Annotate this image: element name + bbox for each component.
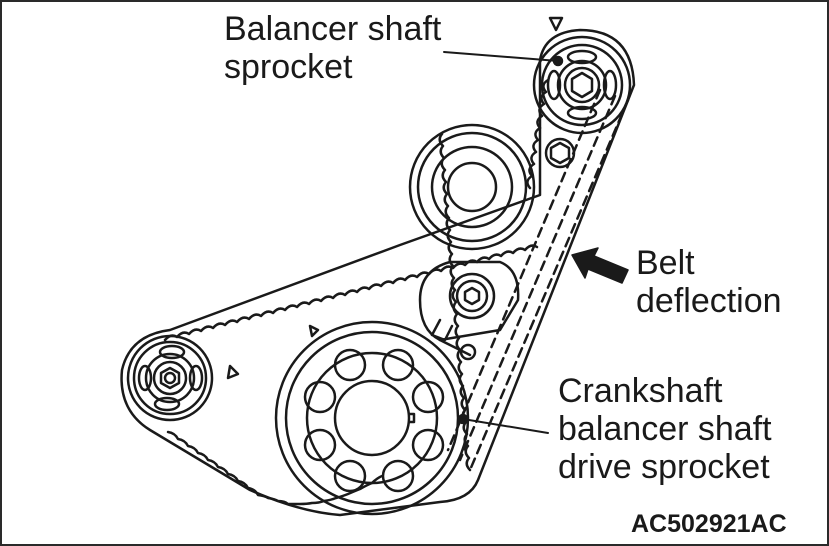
timing-mark-triangle-top [548,16,564,32]
belt-teeth-left-vertical [526,78,550,190]
keyway [407,412,416,424]
balancer-sprocket-label: Balancer shaft sprocket [224,10,441,86]
balancer-sprocket-label-line1: Balancer shaft [224,10,442,48]
timing-mark-triangle-left [226,364,240,380]
bolt-hole [381,459,415,493]
dashed-line-2 [458,94,617,462]
figure-code: AC502921AC [631,510,787,538]
bolt-hole [303,380,337,414]
deflection-arrow-icon [571,247,629,284]
idler-pulley [408,123,536,251]
left-sprocket [126,334,240,422]
crankshaft-balancer-shaft-drive-sprocket [274,320,470,516]
crank-sprocket-label-line1: Crankshaft [558,372,723,410]
balancer-label-leader [443,51,559,62]
bolt-hole [333,348,367,382]
balancer-shaft-sprocket [532,16,632,135]
bolt-hole [333,459,367,493]
belt-deflection-label-line2: deflection [636,282,782,320]
belt-deflection-label-line1: Belt [636,244,695,282]
hex-socket-icon [463,286,481,306]
balancer-sprocket-label-line2: sprocket [224,48,353,86]
belt-deflection-label: Belt deflection [636,244,782,320]
crank-sprocket-label: Crankshaft balancer shaft drive sprocket [558,372,772,486]
belt-outer-edge [120,28,636,517]
belt-teeth-lower [166,430,384,506]
bolt-hole [381,348,415,382]
belt-teeth-upper [163,244,539,342]
dashed-line-1 [468,98,630,472]
tensioner [418,260,520,361]
bolt-hole [411,428,445,462]
hex-nut-icon [570,71,594,99]
mounting-bolt [544,137,576,169]
bolt-hole [411,380,445,414]
crank-label-leader [462,418,549,434]
timing-mark-triangle-crank [308,324,320,338]
crank-sprocket-label-line2: balancer shaft [558,410,772,448]
bolt-hole [303,428,337,462]
crank-sprocket-label-line3: drive sprocket [558,448,770,486]
